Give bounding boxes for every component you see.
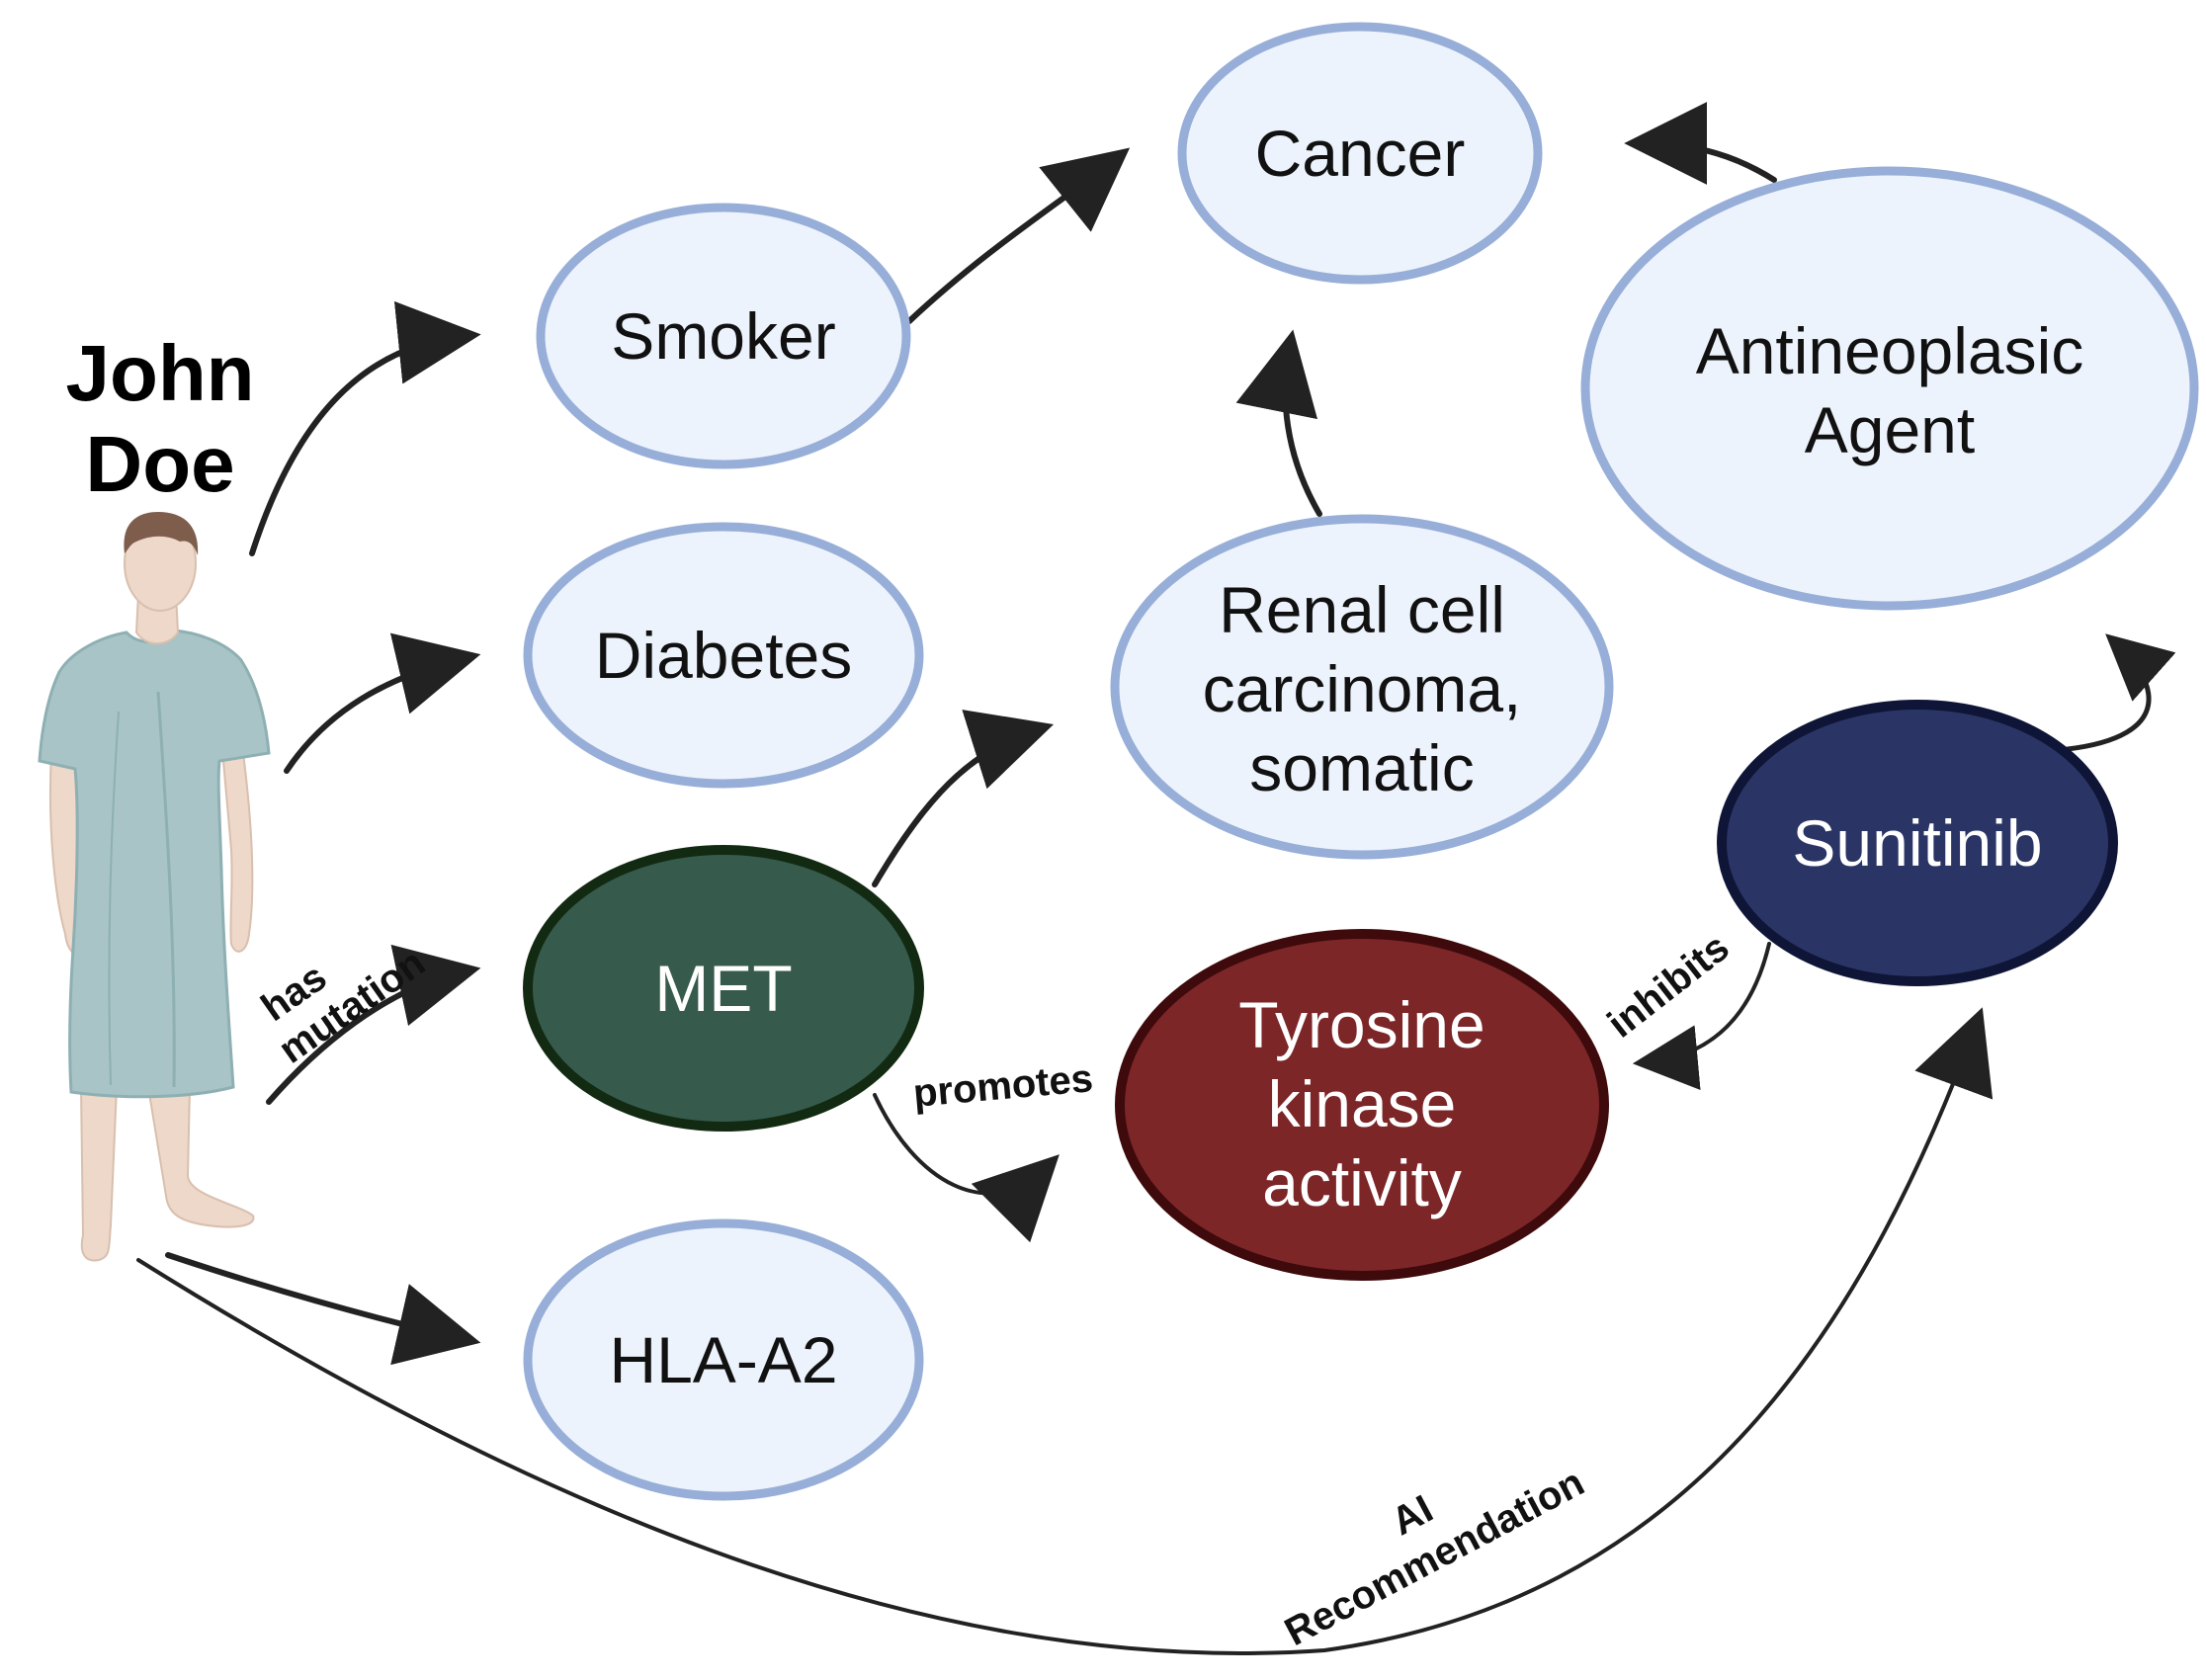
edges bbox=[136, 102, 2176, 1655]
node-agent-line1: Antineoplasic bbox=[1696, 314, 2084, 387]
patient-leg-left bbox=[79, 1086, 119, 1262]
edge-met-tyrosine bbox=[873, 1093, 1060, 1243]
node-smoker-label: Smoker bbox=[611, 299, 835, 373]
edge-label-has-mutation: has mutation bbox=[254, 941, 433, 1072]
node-diabetes: Diabetes bbox=[523, 522, 924, 789]
patient-gown-fold-2 bbox=[108, 711, 120, 1086]
node-antineoplasic-agent: Antineoplasic Agent bbox=[1580, 166, 2199, 611]
node-hla-label: HLA-A2 bbox=[609, 1323, 837, 1396]
edge-smoker-cancer bbox=[906, 147, 1131, 324]
patient-figure: John Doe bbox=[38, 329, 271, 1262]
edge-sunitinib-agent bbox=[2065, 633, 2176, 752]
edge-ai-recommendation bbox=[136, 1007, 1994, 1655]
node-met: MET bbox=[523, 845, 924, 1132]
node-tyrosine-line2: kinase bbox=[1268, 1067, 1457, 1140]
edge-patient-hla bbox=[165, 1252, 481, 1366]
node-cancer-label: Cancer bbox=[1255, 117, 1466, 190]
patient-name-line2: Doe bbox=[85, 420, 234, 508]
edge-label-promotes: promotes bbox=[911, 1056, 1094, 1116]
node-diabetes-label: Diabetes bbox=[595, 619, 853, 692]
node-renal-line3: somatic bbox=[1249, 731, 1474, 804]
node-renal-line1: Renal cell bbox=[1219, 573, 1505, 646]
node-tyrosine-kinase-activity: Tyrosine kinase activity bbox=[1115, 929, 1609, 1281]
node-cancer: Cancer bbox=[1177, 22, 1543, 285]
edge-label-ai-recommendation: AI Recommendation bbox=[1278, 1461, 1591, 1654]
patient-name-line1: John bbox=[65, 329, 254, 417]
edge-patient-smoker bbox=[249, 300, 481, 556]
node-met-label: MET bbox=[654, 952, 792, 1025]
node-sunitinib: Sunitinib bbox=[1717, 700, 2118, 986]
patient-leg-right bbox=[146, 1086, 255, 1228]
edge-agent-cancer bbox=[1624, 102, 1777, 186]
node-hla: HLA-A2 bbox=[523, 1218, 924, 1501]
edge-label-inhibits: inhibits bbox=[1600, 926, 1738, 1047]
edge-met-renal bbox=[872, 710, 1055, 887]
edge-sunitinib-tyrosine bbox=[1632, 942, 1771, 1091]
node-sunitinib-label: Sunitinib bbox=[1792, 806, 2042, 880]
node-renal-cell-carcinoma: Renal cell carcinoma, somatic bbox=[1110, 514, 1614, 860]
node-smoker: Smoker bbox=[536, 203, 911, 469]
edge-renal-cancer bbox=[1235, 329, 1322, 517]
node-tyrosine-line1: Tyrosine bbox=[1238, 988, 1485, 1061]
edge-patient-met bbox=[266, 944, 481, 1105]
node-agent-line2: Agent bbox=[1805, 393, 1975, 466]
node-tyrosine-line3: activity bbox=[1262, 1146, 1462, 1219]
patient-gown-fold bbox=[156, 691, 176, 1088]
node-renal-line2: carcinoma, bbox=[1203, 652, 1522, 725]
patient-hair bbox=[124, 512, 199, 555]
edge-patient-diabetes bbox=[284, 632, 481, 774]
patient-arm-right bbox=[221, 751, 254, 953]
patient-gown bbox=[38, 629, 271, 1099]
